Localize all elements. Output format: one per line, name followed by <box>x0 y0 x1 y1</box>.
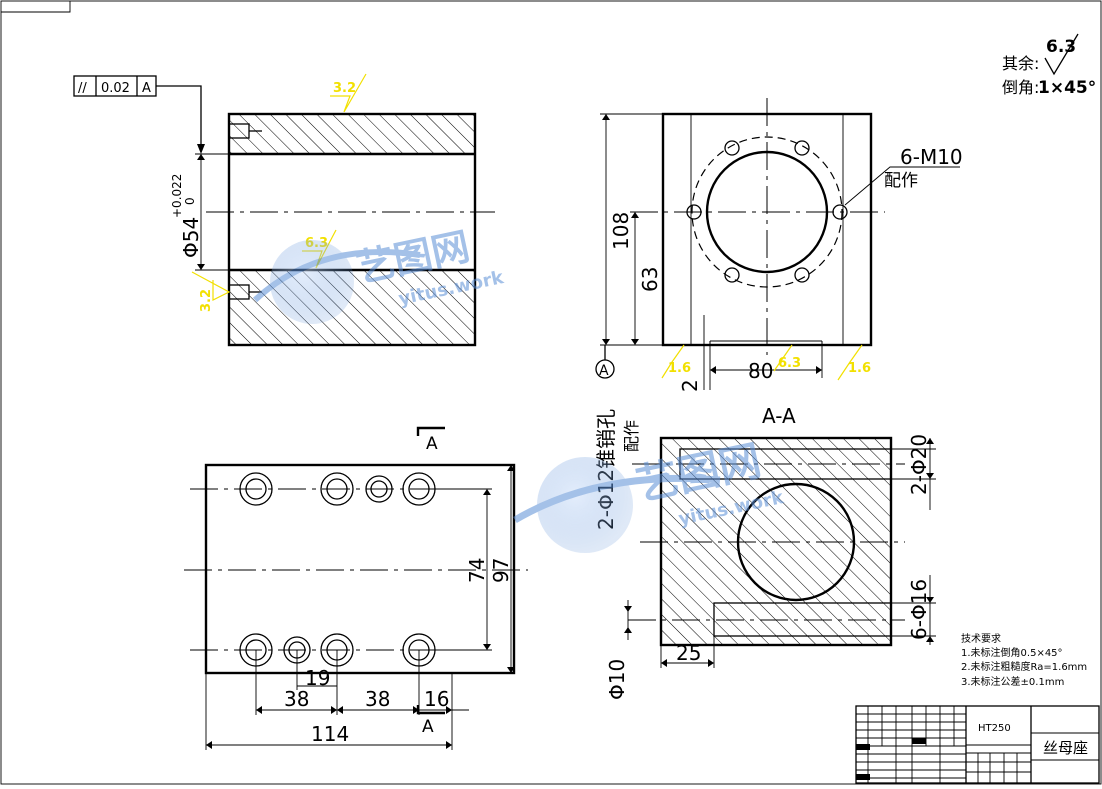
dim-38b: 38 <box>365 687 390 711</box>
watermark-2: 艺图网 yitus.work <box>513 436 786 553</box>
dim-25: 25 <box>676 641 701 665</box>
tech-req-3: 3.未标注公差±0.1mm <box>961 675 1064 688</box>
tech-req-2: 2.未标注粗糙度Ra=1.6mm <box>961 660 1087 673</box>
top-holes-row1 <box>239 472 436 506</box>
bolt-hole-2 <box>794 140 810 156</box>
top-outline <box>204 463 516 675</box>
pin-note-sub: 配作 <box>622 420 641 452</box>
dim-114: 114 <box>311 722 349 746</box>
dim-2phi20: 2-Φ20 <box>907 434 931 495</box>
corner-tab <box>1 1 71 13</box>
general-notes: 其余: 6.3 倒角: 1×45° <box>1002 33 1096 98</box>
bolt-hole-5 <box>724 267 740 283</box>
dim-74: 74 <box>465 558 489 583</box>
parallelism-symbol: // <box>78 81 87 96</box>
side-view: 6-M10 配作 108 63 80 2 A 1.6 6.3 <box>595 98 963 392</box>
dim-6phi16: 6-Φ16 <box>907 579 931 640</box>
bolt-hole-4 <box>832 204 848 220</box>
bolt-hole-6 <box>794 267 810 283</box>
section-mark-bottom: A <box>422 717 434 737</box>
dim-97: 97 <box>489 558 513 583</box>
svg-text:3.2: 3.2 <box>333 81 356 96</box>
svg-text:6.3: 6.3 <box>778 356 801 371</box>
bolt-hole-1 <box>724 140 740 156</box>
bore-dim: Φ54 <box>179 217 203 258</box>
roughness-side-right: 1.6 <box>837 344 871 381</box>
section-title: A-A <box>762 404 796 428</box>
bore-tol-lower: 0 <box>183 197 197 205</box>
front-outline <box>227 112 477 347</box>
bore-tol-upper: +0.022 <box>170 174 184 218</box>
roughness-symbol <box>1044 33 1079 76</box>
center-dim: 63 <box>638 267 662 292</box>
watermark-globe-icon <box>270 240 354 324</box>
datum-circle <box>595 359 615 379</box>
tech-req-1: 1.未标注倒角0.5×45° <box>961 646 1063 659</box>
bolt-hole-3 <box>686 204 702 220</box>
dim-38a: 38 <box>284 687 309 711</box>
bolt-circle <box>691 136 843 288</box>
chamfer-value: 1×45° <box>1038 78 1096 98</box>
dim-phi10: Φ10 <box>605 659 629 700</box>
other-surfaces-roughness: 6.3 <box>1046 37 1076 57</box>
roughness-mark-top: 3.2 <box>330 73 367 113</box>
title-block: HT250 丝母座 <box>855 705 1100 784</box>
roughness-mark-left: 3.2 <box>191 271 231 312</box>
side-bore-circle <box>705 150 829 274</box>
material: HT250 <box>978 723 1011 734</box>
tech-req-heading: 技术要求 <box>961 632 1001 645</box>
chamfer-label: 倒角: <box>1002 78 1039 97</box>
width-dim: 80 <box>748 359 773 383</box>
other-surfaces-label: 其余: <box>1002 54 1039 73</box>
part-name: 丝母座 <box>1043 739 1088 757</box>
top-view: A A 74 97 19 38 38 16 <box>184 426 528 750</box>
svg-text:1.6: 1.6 <box>848 361 871 376</box>
dim-16: 16 <box>424 687 449 711</box>
dim-19: 19 <box>305 666 330 690</box>
height-dim: 108 <box>609 212 633 250</box>
step-dim: 2 <box>678 379 702 392</box>
tolerance-value: 0.02 <box>101 81 130 96</box>
hole-note-sub: 配作 <box>884 171 918 191</box>
watermark-globe-icon-2 <box>537 457 633 553</box>
technical-requirements: 技术要求 1.未标注倒角0.5×45° 2.未标注粗糙度Ra=1.6mm 3.未… <box>961 632 1087 688</box>
svg-text:1.6: 1.6 <box>668 361 691 376</box>
section-view: A-A 2-Φ12锥销孔 配作 2-Φ20 6-Φ16 25 <box>594 404 936 700</box>
datum-label: A <box>599 363 609 379</box>
tolerance-datum: A <box>142 81 151 96</box>
svg-text:3.2: 3.2 <box>199 289 214 312</box>
hole-note: 6-M10 <box>900 145 963 169</box>
front-top-wall-hatch <box>229 114 475 154</box>
section-mark-top: A <box>426 434 438 454</box>
roughness-side-mid: 6.3 <box>773 344 801 372</box>
roughness-side-left: 1.6 <box>661 344 691 379</box>
